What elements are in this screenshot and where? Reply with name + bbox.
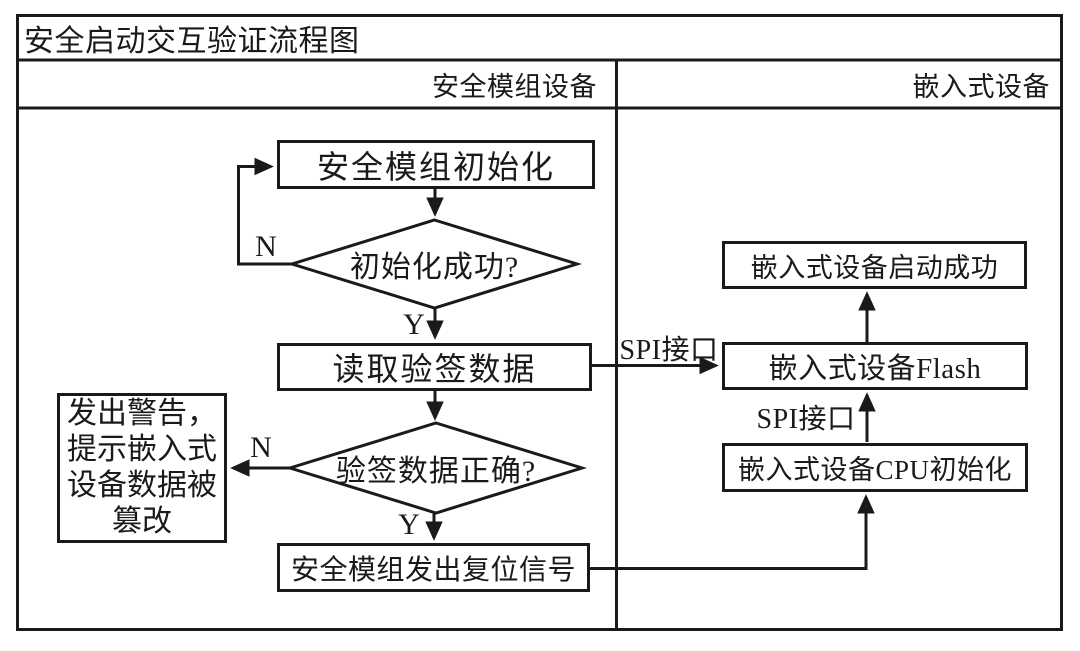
node-warning: 发出警告， 提示嵌入式 设备数据被 篡改	[57, 393, 227, 543]
node-boot-success: 嵌入式设备启动成功	[722, 241, 1027, 289]
edge-init-retry-loop	[237, 157, 292, 266]
outer-frame	[16, 14, 1063, 631]
warning-line-2: 提示嵌入式	[67, 433, 217, 466]
label-init-yes: Y	[403, 308, 425, 341]
label-spi-interface-boot: SPI接口	[756, 404, 856, 435]
label-spi-interface-read: SPI接口	[619, 335, 719, 366]
edge-reset-to-cpu-init	[590, 494, 875, 570]
node-module-init: 安全模组初始化	[277, 140, 595, 189]
diagram-title: 安全启动交互验证流程图	[24, 24, 360, 58]
label-init-no: N	[255, 230, 277, 263]
node-read-signature: 读取验签数据	[277, 343, 592, 391]
warning-line-1: 发出警告，	[67, 397, 217, 430]
node-send-reset: 安全模组发出复位信号	[277, 543, 590, 592]
node-flash: 嵌入式设备Flash	[722, 342, 1028, 390]
warning-line-4: 篡改	[112, 505, 172, 538]
label-sig-no: N	[250, 431, 272, 464]
column-header-security-module: 安全模组设备	[432, 71, 597, 102]
decision-signature-correct-label: 验签数据正确?	[335, 455, 537, 488]
label-sig-yes: Y	[398, 508, 420, 541]
column-header-embedded-device: 嵌入式设备	[912, 71, 1050, 102]
decision-init-success-label: 初始化成功?	[349, 251, 520, 284]
warning-line-3: 设备数据被	[67, 469, 217, 502]
node-cpu-init: 嵌入式设备CPU初始化	[722, 443, 1028, 492]
decision-signature-correct-shape	[284, 421, 588, 515]
